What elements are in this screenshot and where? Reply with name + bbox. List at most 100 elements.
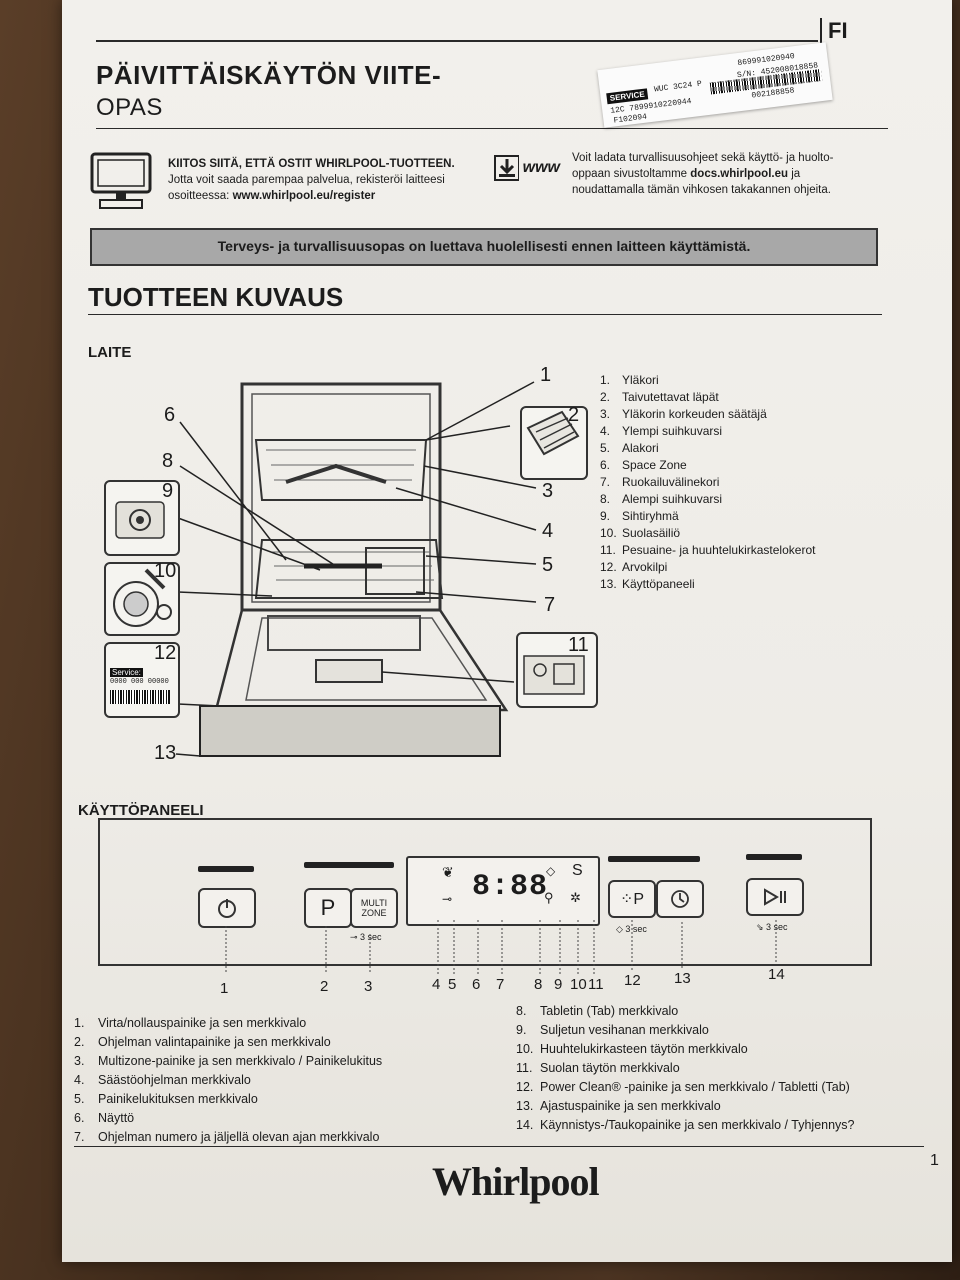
sticker-model: WUC 3C24 P [653,79,703,95]
whirlpool-logo: Whirlpool [432,1159,600,1204]
list-item: 12.Power Clean® -painike ja sen merkkiva… [516,1080,850,1094]
thanks-block: KIITOS SIITÄ, ETTÄ OSTIT WHIRLPOOL-TUOTT… [168,156,455,204]
list-item: 12.Arvokilpi [600,560,668,574]
panel-callout-2: 2 [320,978,329,995]
callout-2: 2 [568,404,580,426]
parts-list: 1.Yläkori 2.Taivutettavat läpät 3.Yläkor… [600,372,815,593]
sticker-service-label: SERVICE [606,88,649,105]
panel-callout-7: 7 [496,976,505,993]
download-text-3: noudattamalla tämän vihkosen takakannen … [572,184,831,196]
list-item: 14.Käynnistys-/Taukopainike ja sen merkk… [516,1118,855,1132]
list-item: 8.Tabletin (Tab) merkkivalo [516,1004,679,1018]
register-link[interactable]: www.whirlpool.eu/register [232,190,376,202]
header-rule [96,128,888,129]
list-item: 13.Ajastuspainike ja sen merkkivalo [516,1099,721,1113]
start-led [746,854,802,860]
list-item: 8.Alempi suihkuvarsi [600,492,723,506]
multizone-line1: MULTI [360,898,388,908]
key-lock-icon: ⊸ [442,892,453,906]
callout-13: 13 [154,742,177,764]
download-text-2: oppaan sivustoltamme docs.whirlpool.eu j… [572,166,833,182]
page-number: 1 [930,1152,939,1169]
panel-callout-3: 3 [364,978,373,995]
callout-3: 3 [542,480,554,502]
callout-1: 1 [540,364,552,386]
list-item: 10.Huuhtelukirkasteen täytön merkkivalo [516,1042,748,1056]
list-item: 1.Virta/nollauspainike ja sen merkkivalo [74,1016,307,1030]
rating-service-label: Service: [110,668,143,677]
list-item: 13.Käyttöpaneeli [600,577,695,591]
safety-warning-banner: Terveys- ja turvallisuusopas on luettava… [90,228,878,266]
manual-page [62,0,952,1262]
filter-thumbnail [104,480,180,556]
list-item: 3.Yläkorin korkeuden säätäjä [600,407,767,421]
device-heading: LAITE [88,344,132,361]
monitor-icon [90,152,152,209]
callout-8: 8 [162,450,174,472]
tab-hint: ◇ 3 sec [616,924,647,934]
panel-callout-11: 11 [588,976,604,993]
power-button [198,888,256,928]
power-led [198,866,254,872]
download-suffix: ja [788,168,801,180]
list-item: 9.Suljetun vesihanan merkkivalo [516,1023,709,1037]
callout-6: 6 [164,404,176,426]
display-area: ❦ ⊸ 8:88 ◇ S ⚲ ✲ [406,856,600,926]
list-item: 7.Ohjelman numero ja jäljellä olevan aja… [74,1130,380,1144]
powerclean-button: ⁘P [608,880,656,918]
list-item: 6.Näyttö [74,1111,135,1125]
panel-desc-right: 8.Tabletin (Tab) merkkivalo 9.Suljetun v… [516,1002,855,1135]
panel-callout-13: 13 [674,970,691,987]
display-digits: 8:88 [472,870,549,904]
panel-callout-6: 6 [472,976,481,993]
page-subtitle: OPAS [96,94,163,121]
thanks-text: Jotta voit saada parempaa palvelua, reki… [168,174,445,186]
flaps-thumbnail [520,406,588,480]
salt-thumbnail [104,562,180,636]
rating-code: 0000 000 00000 [110,678,169,686]
panel-callout-10: 10 [570,976,587,993]
download-text: Voit ladata turvallisuusohjeet sekä käyt… [572,152,834,164]
callout-11: 11 [568,634,589,656]
list-item: 5.Painikelukituksen merkkivalo [74,1092,258,1106]
callout-5: 5 [542,554,554,576]
callout-9: 9 [162,480,174,502]
program-led [304,862,394,868]
powerclean-icon: ⁘P [619,891,645,908]
www-label: www [522,159,560,176]
list-item: 6.Space Zone [600,458,687,472]
list-item: 10.Suolasäiliö [600,526,681,540]
program-button: P [304,888,352,928]
drain-hint: ⇘ 3 sec [756,922,788,932]
download-block: Voit ladata turvallisuusohjeet sekä käyt… [572,150,833,198]
download-icon [494,155,519,181]
panel-callout-14: 14 [768,966,785,983]
product-heading: TUOTTEEN KUVAUS [88,282,344,312]
rinse-aid-icon: ✲ [570,890,581,905]
panel-leader-lines [225,920,777,974]
power-icon [218,899,236,918]
list-item: 7.Ruokailuvälinekori [600,475,720,489]
powerclean-led [608,856,700,862]
lang-divider [820,18,822,46]
panel-callout-12: 12 [624,972,641,989]
multizone-button: MULTI ZONE [350,888,398,928]
list-item: 9.Sihtiryhmä [600,509,679,523]
salt-icon: S [572,862,583,879]
list-item: 2.Taivutettavat läpät [600,390,719,404]
language-code: FI [828,18,848,43]
start-pause-button [746,878,804,916]
play-pause-icon [764,888,786,906]
list-item: 5.Alakori [600,441,659,455]
list-item: 11.Suolan täytön merkkivalo [516,1061,680,1075]
callout-10: 10 [154,560,177,582]
docs-link[interactable]: docs.whirlpool.eu [690,168,789,180]
callout-12: 12 [154,642,177,664]
list-item: 3.Multizone-painike ja sen merkkivalo / … [74,1054,383,1068]
tab-icon: ◇ [546,864,556,878]
top-rule [96,40,818,42]
dishwasher-diagram [175,381,537,757]
list-item: 11.Pesuaine- ja huuhtelukirkastelokerot [600,543,816,557]
download-www-icon: www [494,154,560,182]
footer-rule [74,1146,924,1147]
